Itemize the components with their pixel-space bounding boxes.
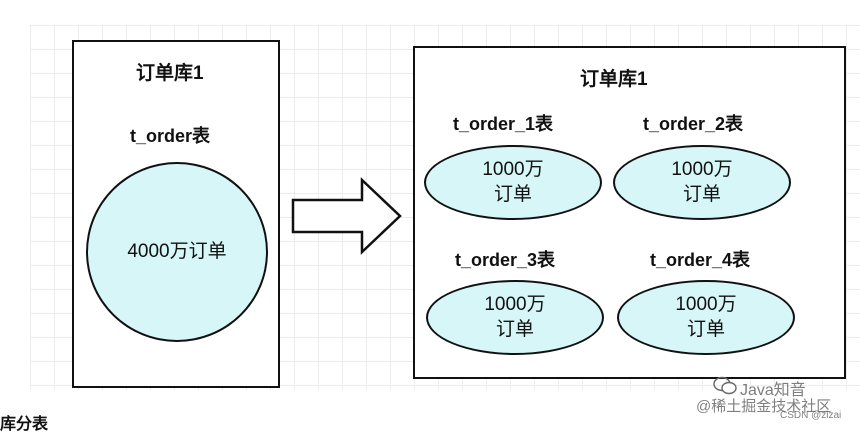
table-2-ellipse: 1000万订单 [613,145,791,220]
watermark-java: Java知音 [740,382,806,399]
left-table-ellipse: 4000万订单 [86,162,268,342]
table-1-name: t_order_1表 [453,114,554,134]
table-4-ellipse: 1000万订单 [617,280,795,355]
table-4-content: 1000万订单 [675,293,737,340]
table-2-content: 1000万订单 [671,158,733,205]
left-table-content: 4000万订单 [127,240,227,262]
wechat-logo-icon [713,376,737,395]
table-3-name: t_order_3表 [455,250,556,270]
table-2-name: t_order_2表 [643,114,744,134]
table-3-content: 1000万订单 [484,293,546,340]
table-1-ellipse: 1000万订单 [424,145,602,220]
left-db-title: 订单库1 [136,63,204,84]
table-4-name: t_order_4表 [650,250,751,270]
table-1-content: 1000万订单 [482,158,544,205]
watermark-juejin: @稀土掘金技术社区 [696,398,832,415]
right-arrow-icon [291,177,402,255]
bottom-caption: 库分表 [0,416,49,433]
left-table-name: t_order表 [130,126,211,146]
right-db-title: 订单库1 [580,69,648,90]
table-3-ellipse: 1000万订单 [426,280,604,355]
watermark-csdn: CSDN @zizai [780,410,842,421]
